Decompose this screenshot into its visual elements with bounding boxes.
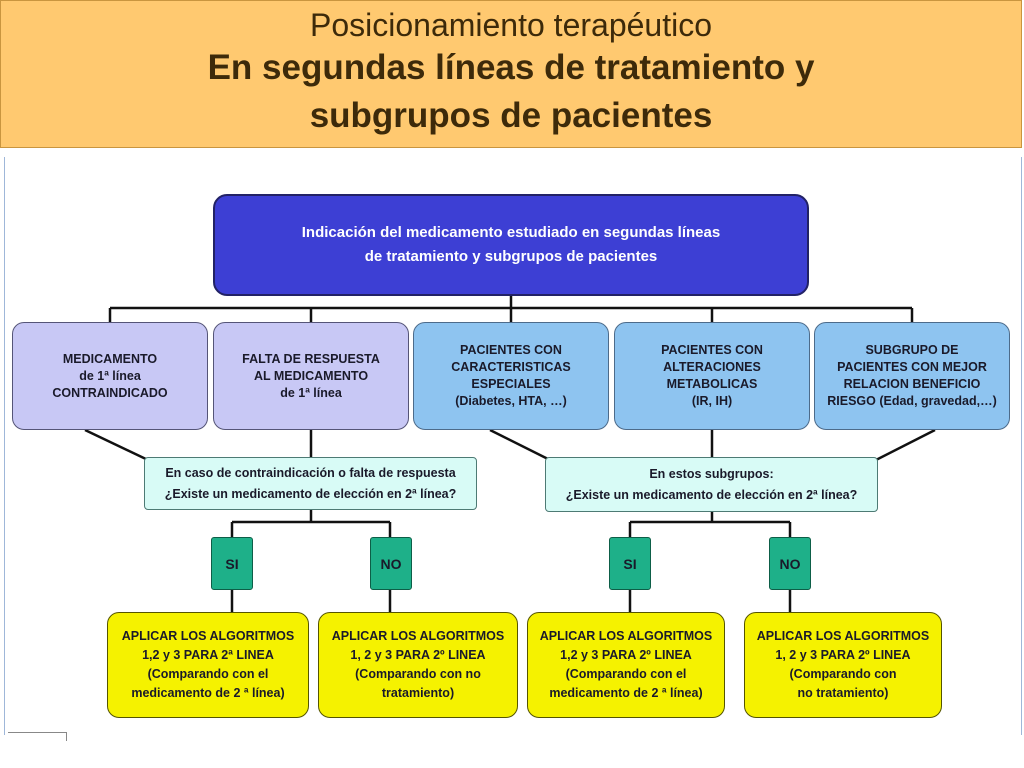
decision-label: NO [380,555,402,572]
slide-subtitle-line-1: En segundas líneas de tratamiento y [207,48,815,87]
category-text: SUBGRUPO DE PACIENTES CON MEJOR RELACION… [827,343,997,408]
category-text: MEDICAMENTO de 1ª línea CONTRAINDICADO [52,351,168,400]
action-text: APLICAR LOS ALGORITMOS 1, 2 y 3 PARA 2º … [331,629,505,700]
action-text: APLICAR LOS ALGORITMOS 1, 2 y 3 PARA 2º … [756,629,930,700]
category-node-best-subgroup: SUBGRUPO DE PACIENTES CON MEJOR RELACION… [814,322,1010,430]
decision-label: NO [779,555,801,572]
action-text: APLICAR LOS ALGORITMOS 1,2 y 3 PARA 2º L… [539,629,713,700]
diag-3 [489,428,551,462]
action-node-3: APLICAR LOS ALGORITMOS 1,2 y 3 PARA 2º L… [527,612,725,718]
action-node-4: APLICAR LOS ALGORITMOS 1, 2 y 3 PARA 2º … [744,612,942,718]
category-node-special-characteristics: PACIENTES CON CARACTERISTICAS ESPECIALES… [413,322,609,430]
decision-label: SI [225,555,239,572]
category-node-no-response: FALTA DE RESPUESTA AL MEDICAMENTO de 1ª … [213,322,409,430]
diag-1 [84,428,149,462]
slide-subtitle-line-2: subgrupos de pacientes [309,96,713,135]
decision-si-2: SI [609,537,651,590]
frame-corner-tab [8,732,67,741]
root-node-text: Indicación del medicamento estudiado en … [301,224,721,265]
question-node-1: En caso de contraindicación o falta de r… [144,457,477,510]
category-text: PACIENTES CON CARACTERISTICAS ESPECIALES… [451,343,571,408]
action-node-1: APLICAR LOS ALGORITMOS 1,2 y 3 PARA 2ª L… [107,612,309,718]
action-node-2: APLICAR LOS ALGORITMOS 1, 2 y 3 PARA 2º … [318,612,518,718]
root-node: Indicación del medicamento estudiado en … [213,194,809,296]
question-text: En estos subgrupos: ¿Existe un medicamen… [565,466,858,502]
action-text: APLICAR LOS ALGORITMOS 1,2 y 3 PARA 2ª L… [121,629,295,700]
question-text: En caso de contraindicación o falta de r… [164,465,457,501]
decision-label: SI [623,555,637,572]
decision-no-1: NO [370,537,412,590]
decision-si-1: SI [211,537,253,590]
slide-title: Posicionamiento terapéutico [309,7,712,43]
category-node-metabolic: PACIENTES CON ALTERACIONES METABOLICAS (… [614,322,810,430]
category-text: PACIENTES CON ALTERACIONES METABOLICAS (… [661,343,763,408]
decision-no-2: NO [769,537,811,590]
category-text: FALTA DE RESPUESTA AL MEDICAMENTO de 1ª … [242,351,380,400]
category-node-contraindicated: MEDICAMENTO de 1ª línea CONTRAINDICADO [12,322,208,430]
question-node-2: En estos subgrupos: ¿Existe un medicamen… [545,457,878,512]
slide-header: Posicionamiento terapéutico En segundas … [0,0,1022,148]
diag-5 [871,428,936,464]
